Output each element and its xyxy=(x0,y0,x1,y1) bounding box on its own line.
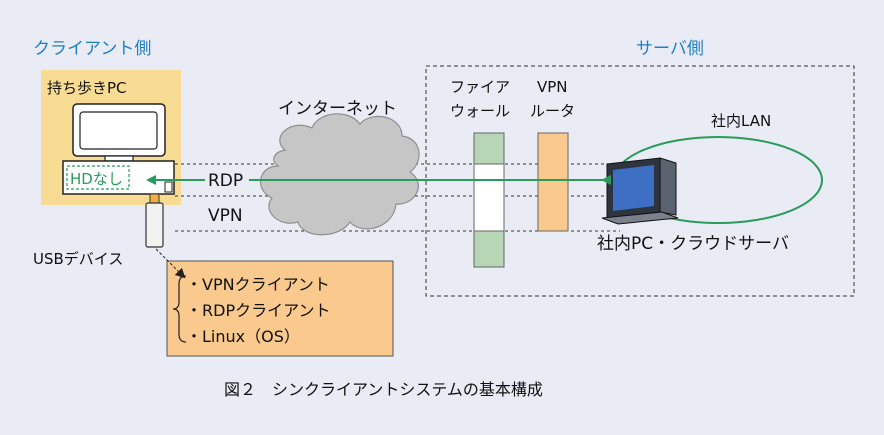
rdp-label-bg xyxy=(205,167,249,189)
usb-content-brace xyxy=(172,275,187,343)
mobile-pc-label: 持ち歩きPC xyxy=(47,79,127,97)
usb-item-2: ・RDPクライアント xyxy=(186,301,330,320)
internet-cloud-icon xyxy=(259,113,420,236)
vpn-router-icon xyxy=(537,132,569,232)
usb-pointer-arrow xyxy=(155,248,186,279)
server-pc-icon xyxy=(601,157,679,225)
vpn-label-bg xyxy=(205,203,249,225)
internet-label: インターネット xyxy=(278,99,397,119)
usb-item-3: ・Linux（OS） xyxy=(186,327,300,346)
server-side-heading: サーバ側 xyxy=(636,39,704,59)
vpn-router-label-line1: VPN xyxy=(537,78,568,96)
usb-stick-icon xyxy=(145,193,164,248)
firewall-icon xyxy=(473,132,505,268)
usb-device-label: USBデバイス xyxy=(33,250,123,268)
no-hd-frame xyxy=(66,165,130,190)
usb-port xyxy=(164,181,173,193)
usb-content-box xyxy=(166,260,394,357)
figure-caption: 図２ シンクライアントシステムの基本構成 xyxy=(224,380,543,399)
no-hd-label: HDなし xyxy=(70,170,123,188)
server-caption: 社内PC・クラウドサーバ xyxy=(597,234,789,254)
client-side-heading: クライアント側 xyxy=(33,39,151,59)
rdp-label: RDP xyxy=(208,171,243,191)
firewall-label-line2: ウォール xyxy=(450,102,510,120)
usb-item-1: ・VPNクライアント xyxy=(186,275,330,294)
intranet-label: 社内LAN xyxy=(711,112,771,130)
monitor-icon xyxy=(72,103,166,162)
vpn-label: VPN xyxy=(208,206,243,226)
vpn-router-label-line2: ルータ xyxy=(530,102,575,120)
firewall-label-line1: ファイア xyxy=(450,78,510,96)
